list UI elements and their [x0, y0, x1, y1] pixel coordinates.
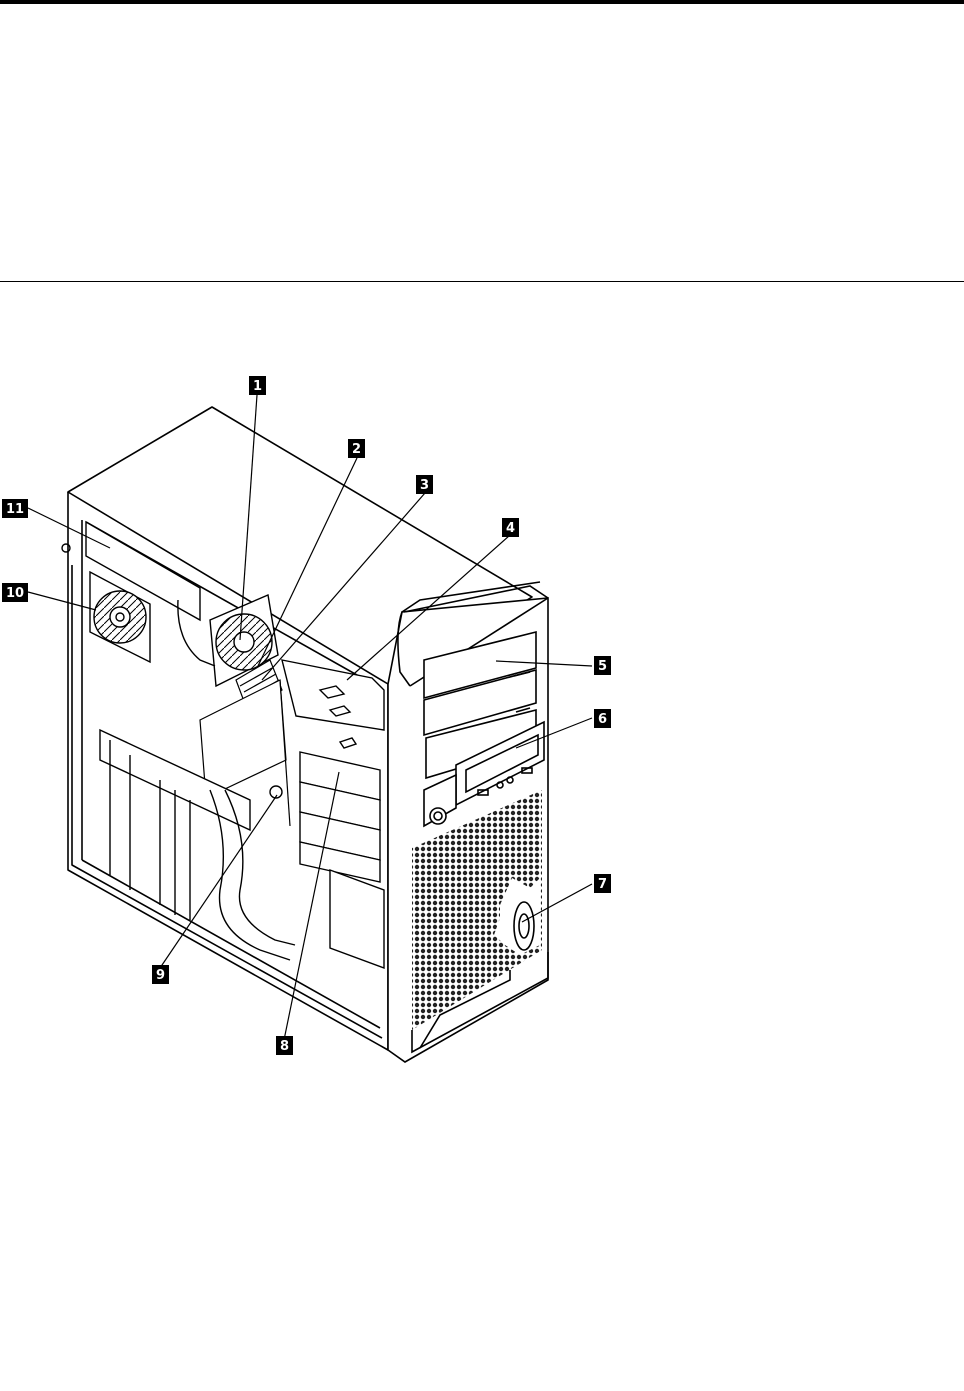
callout-9: 9	[152, 965, 169, 984]
top-rule	[0, 0, 964, 4]
svg-text:9: 9	[156, 968, 165, 983]
svg-text:6: 6	[598, 712, 607, 727]
svg-text:3: 3	[420, 478, 429, 493]
computer-internal-components-figure: 1 2 3 4 5 6 7 8 9 10 11	[0, 360, 964, 1080]
section-divider	[0, 281, 964, 282]
callout-10: 10	[2, 583, 28, 602]
svg-text:7: 7	[598, 877, 607, 892]
front-bezel	[388, 582, 548, 1062]
svg-text:11: 11	[6, 502, 24, 517]
callout-1: 1	[249, 376, 266, 395]
svg-text:5: 5	[598, 659, 607, 674]
svg-text:4: 4	[506, 521, 515, 536]
callout-8: 8	[276, 1036, 293, 1055]
svg-text:8: 8	[280, 1039, 289, 1054]
callout-6: 6	[594, 709, 611, 728]
callout-4: 4	[502, 518, 519, 537]
svg-text:10: 10	[6, 586, 24, 601]
callout-3: 3	[416, 475, 433, 494]
callout-2: 2	[348, 439, 365, 458]
drive-cage	[282, 660, 384, 968]
callout-11: 11	[2, 499, 28, 518]
callout-5: 5	[594, 656, 611, 675]
callout-7: 7	[594, 874, 611, 893]
svg-text:1: 1	[253, 379, 262, 394]
svg-text:2: 2	[352, 442, 361, 457]
